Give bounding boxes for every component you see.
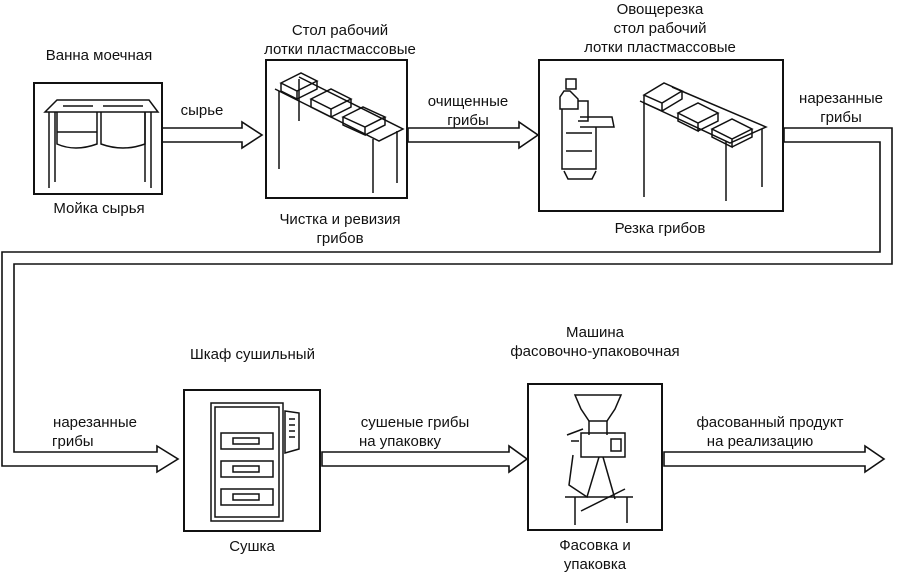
drying-stage-box (183, 389, 321, 532)
flow-raw-label: сырье (180, 102, 224, 119)
flow-cleaned-label-1: очищенные (427, 93, 509, 110)
flow-dried-label-2: на упаковку (358, 433, 442, 450)
packing-equipment-label-1: Машина (565, 324, 625, 341)
flow-cleaned-label-2: грибы (447, 112, 489, 129)
drying-equipment-label: Шкаф сушильный (190, 346, 315, 363)
flow-sliced-top-label-1: нарезанные (799, 90, 883, 107)
arrow-cleaned (407, 120, 540, 150)
cutting-equipment-label-2: стол рабочий (613, 20, 707, 37)
packing-process-label-1: Фасовка и (559, 537, 631, 554)
cleaning-stage-box (265, 59, 408, 199)
work-table-trays-icon (274, 72, 405, 193)
cleaning-process-label-1: Чистка и ревизия (279, 211, 401, 228)
arrow-sliced-bend (1, 127, 893, 474)
washing-equipment-label: Ванна моечная (45, 47, 153, 64)
cutting-equipment-label-1: Овощерезка (616, 1, 704, 18)
cutting-equipment-label-3: лотки пластмассовые (584, 39, 736, 56)
arrow-final (663, 444, 886, 474)
cleaning-process-label-2: грибов (316, 230, 364, 247)
vegetable-cutter-table-icon (559, 78, 768, 201)
drying-process-label: Сушка (229, 538, 275, 555)
packing-stage-box (527, 383, 663, 531)
washing-process-label: Мойка сырья (53, 200, 145, 217)
flow-sliced-bottom-label-2: грибы (52, 433, 94, 450)
washing-tub-icon (43, 99, 160, 188)
flow-dried-label-1: сушеные грибы (360, 414, 470, 431)
washing-stage-box (33, 82, 163, 195)
packing-process-label-2: упаковка (563, 556, 627, 573)
arrow-raw (161, 120, 264, 150)
flow-sliced-top-label-2: грибы (820, 109, 862, 126)
arrow-dried (321, 444, 529, 474)
cutting-process-label: Резка грибов (614, 220, 706, 237)
packing-equipment-label-2: фасовочно-упаковочная (510, 343, 680, 360)
cleaning-equipment-label-1: Стол рабочий (291, 22, 389, 39)
drying-cabinet-icon (210, 402, 300, 522)
cleaning-equipment-label-2: лотки пластмассовые (264, 41, 416, 58)
flow-sliced-bottom-label-1: нарезанные (53, 414, 137, 431)
flow-final-label-1: фасованный продукт (696, 414, 844, 431)
cutting-stage-box (538, 59, 784, 212)
flow-final-label-2: на реализацию (706, 433, 814, 450)
packing-machine-icon (565, 394, 633, 525)
